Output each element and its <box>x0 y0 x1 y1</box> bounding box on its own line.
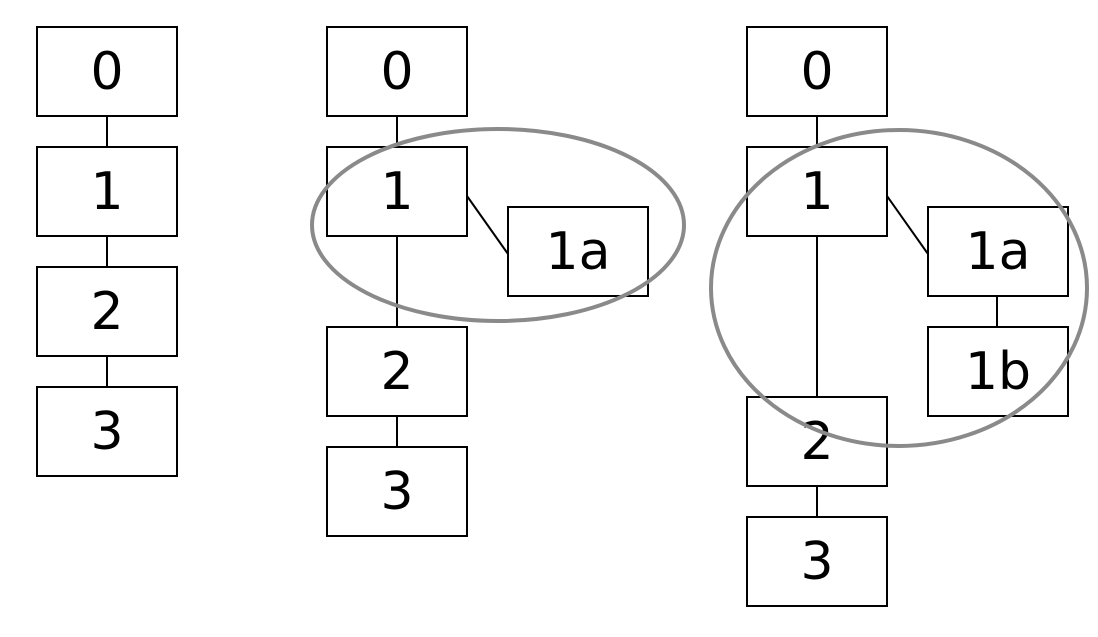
node-1: 1 <box>36 146 178 237</box>
node-label: 1a <box>546 222 611 282</box>
node-3: 3 <box>326 446 468 537</box>
node-2: 2 <box>36 266 178 357</box>
edge-1-1a <box>466 195 509 255</box>
node-label: 1 <box>380 162 413 222</box>
highlight-ellipse <box>310 127 686 323</box>
node-0: 0 <box>326 26 468 117</box>
node-3: 3 <box>746 516 888 607</box>
node-label: 2 <box>90 282 123 342</box>
node-label: 0 <box>380 42 413 102</box>
node-box <box>326 326 468 417</box>
node-1: 1 <box>746 146 888 237</box>
node-label: 1 <box>800 162 833 222</box>
node-box <box>326 146 468 237</box>
node-2: 2 <box>326 326 468 417</box>
node-1a: 1a <box>927 206 1069 297</box>
node-0: 0 <box>36 26 178 117</box>
node-2: 2 <box>746 396 888 487</box>
panel-3: 0 1 1a 1b 2 3 <box>709 26 1089 607</box>
highlight-ellipse <box>709 128 1089 448</box>
node-label: 2 <box>380 342 413 402</box>
node-box <box>36 146 178 237</box>
node-label: 1 <box>90 162 123 222</box>
node-box <box>746 26 888 117</box>
node-box <box>326 26 468 117</box>
panel-1: 0 1 2 3 <box>36 26 178 477</box>
node-box <box>36 266 178 357</box>
node-box <box>746 516 888 607</box>
node-label: 1a <box>966 222 1031 282</box>
node-box <box>746 146 888 237</box>
node-3: 3 <box>36 386 178 477</box>
panel-2: 0 1 1a 2 3 <box>310 26 686 537</box>
edge-1-1a <box>886 195 929 255</box>
node-box <box>507 206 649 297</box>
node-box <box>927 206 1069 297</box>
node-box <box>36 26 178 117</box>
node-label: 1b <box>965 342 1031 402</box>
node-box <box>326 446 468 537</box>
node-1: 1 <box>326 146 468 237</box>
node-label: 0 <box>800 42 833 102</box>
node-label: 3 <box>90 402 123 462</box>
node-label: 3 <box>800 532 833 592</box>
node-label: 2 <box>800 412 833 472</box>
node-box <box>927 326 1069 417</box>
node-0: 0 <box>746 26 888 117</box>
node-label: 0 <box>90 42 123 102</box>
node-1a: 1a <box>507 206 649 297</box>
node-1b: 1b <box>927 326 1069 417</box>
node-box <box>36 386 178 477</box>
node-label: 3 <box>380 462 413 522</box>
